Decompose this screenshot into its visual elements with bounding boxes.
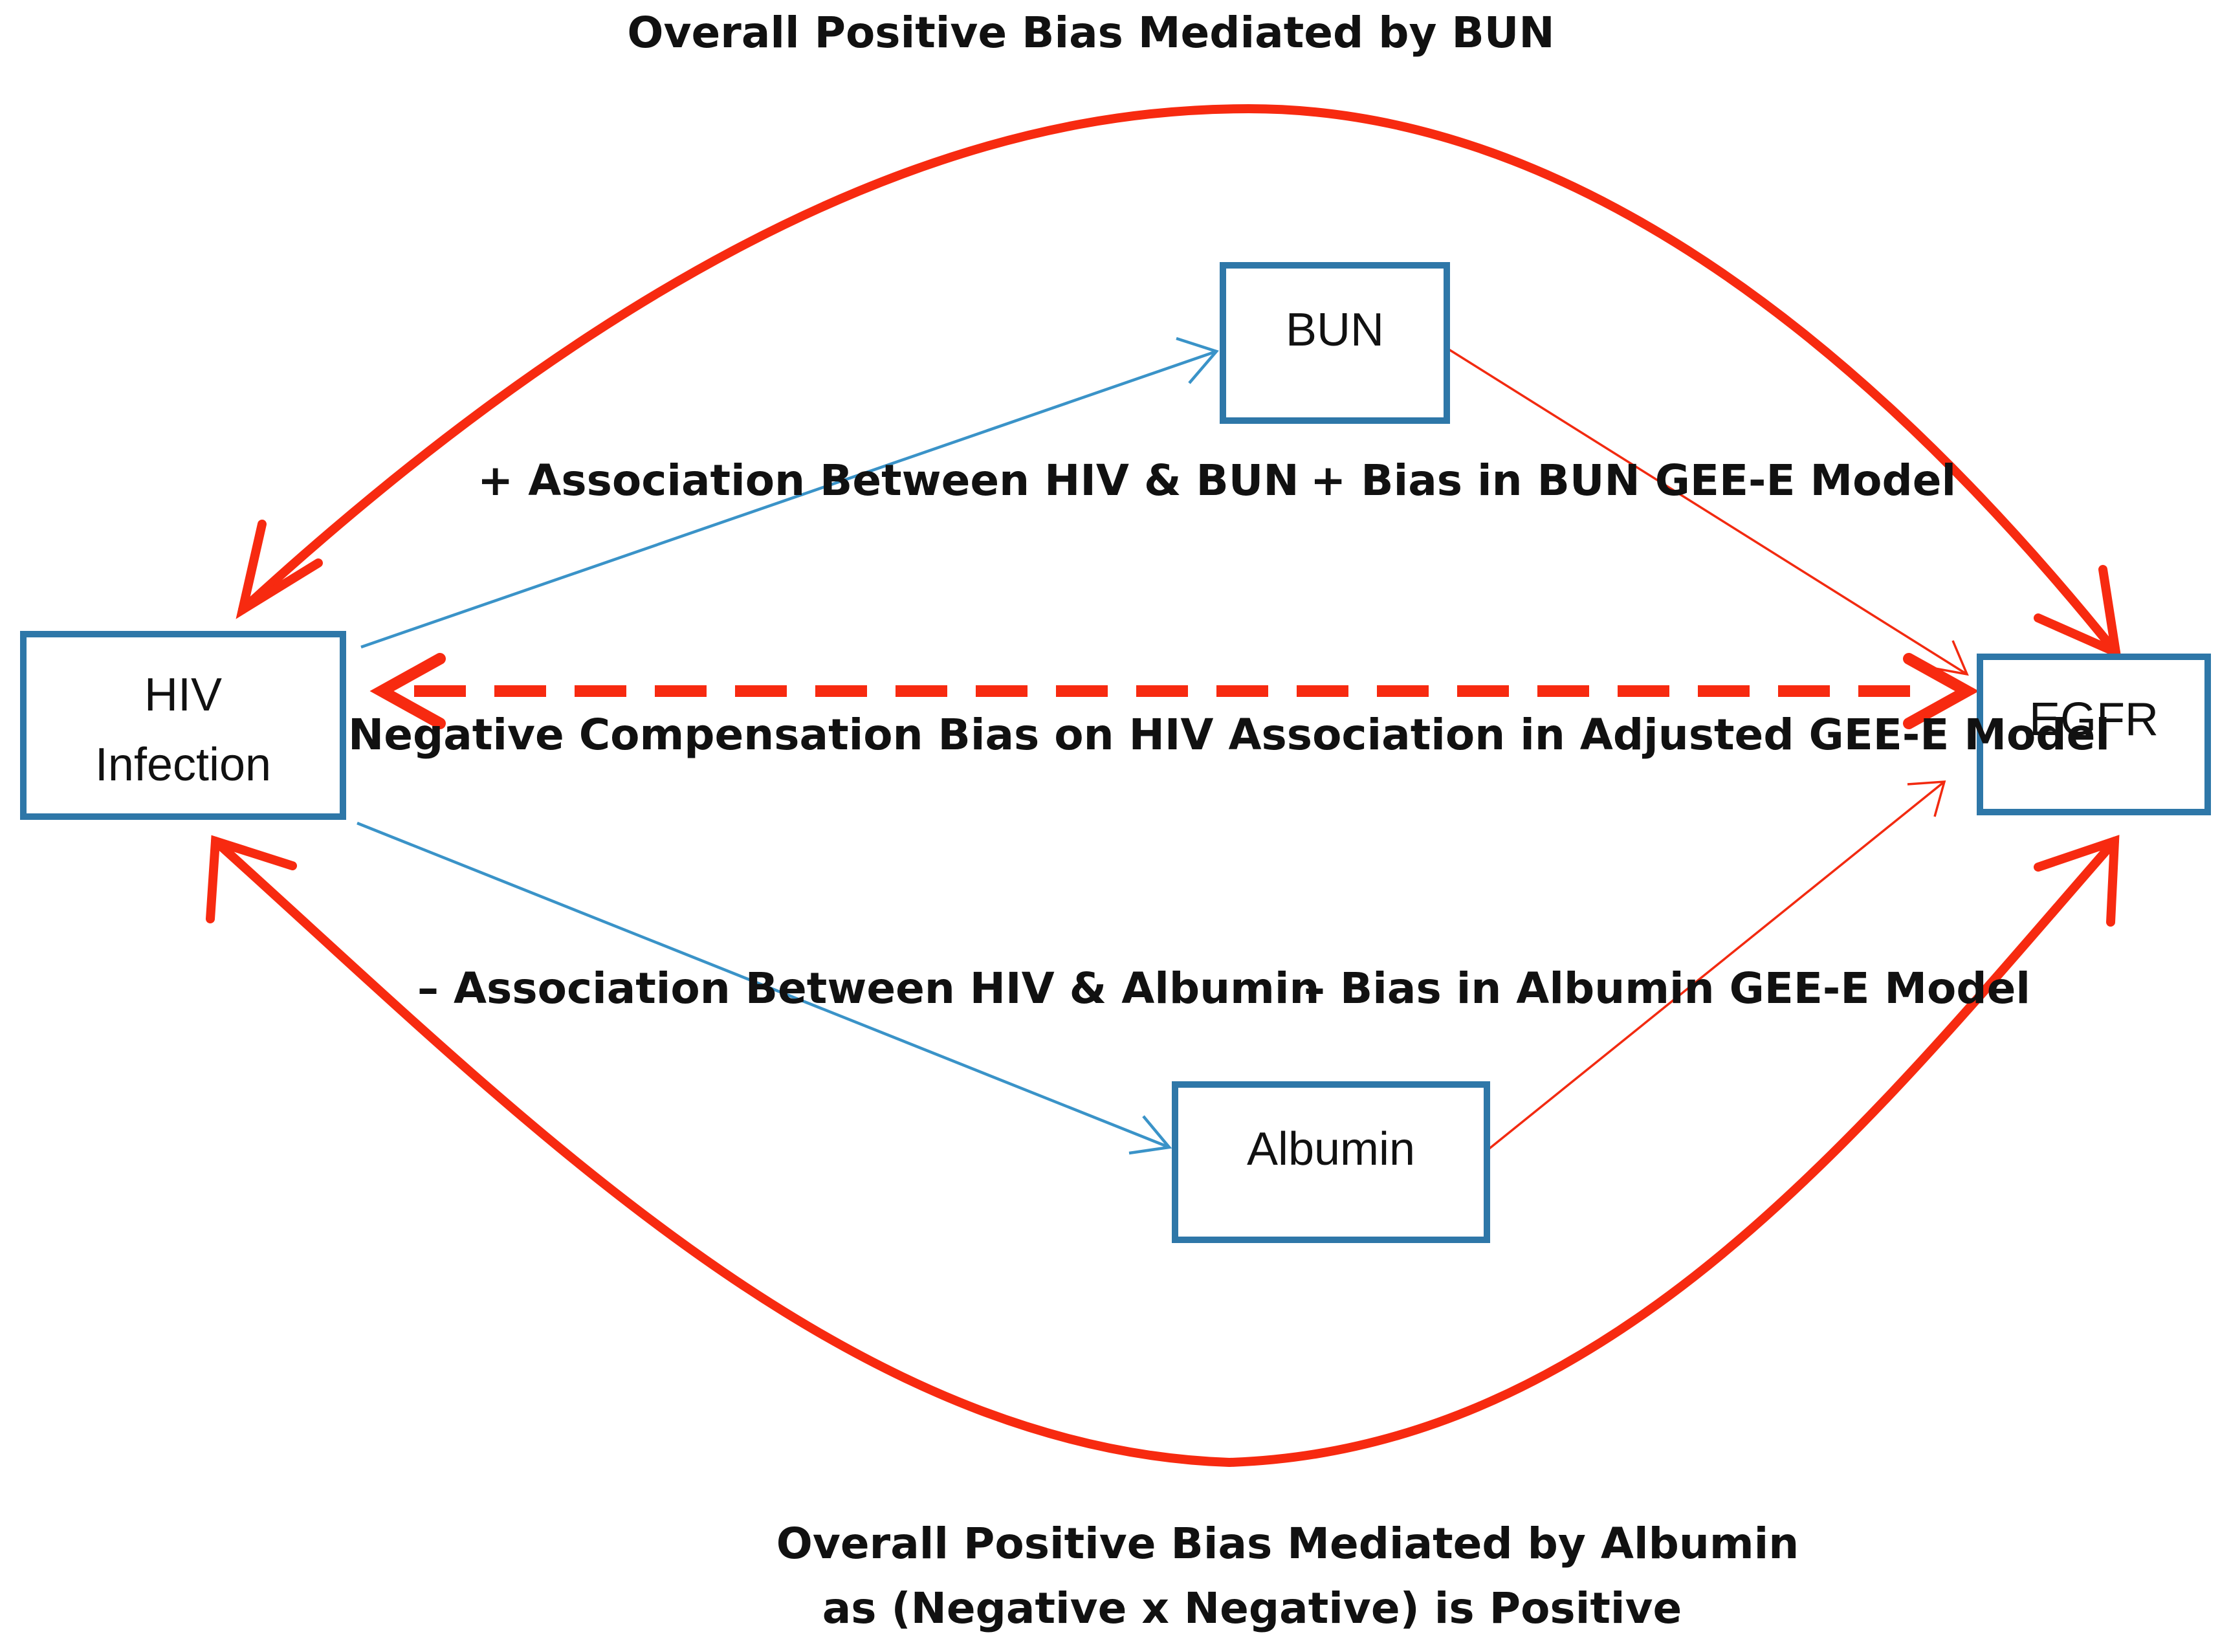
node-bun-label: BUN [1286, 304, 1384, 356]
node-hiv-infection: HIV Infection [20, 631, 346, 820]
hiv-to-bun-arrowhead [1176, 336, 1219, 384]
upper-curved-double-arrow [238, 104, 2120, 657]
bun-bias-label: + Bias in BUN GEE-E Model [1310, 456, 1956, 505]
hiv-albumin-association-label: – Association Between HIV & Albumin [417, 964, 1320, 1013]
bun-to-egfr-arrowhead [1931, 640, 1969, 676]
bun-to-egfr-arrow [1446, 347, 1968, 676]
node-albumin: Albumin [1172, 1081, 1490, 1243]
bottom-title-line2: as (Negative x Negative) is Positive [822, 1583, 1682, 1633]
upper-arrowhead-egfr [2034, 565, 2122, 660]
node-hiv-label-line2: Infection [95, 739, 271, 791]
albumin-to-egfr-arrowhead [1907, 780, 1946, 817]
node-egfr-label: EGFR [2029, 694, 2159, 745]
lower-curved-double-arrow [211, 837, 2119, 1468]
lower-arrowhead-hiv [206, 835, 297, 923]
hiv-to-albumin-arrow [357, 821, 1170, 1149]
top-title: Overall Positive Bias Mediated by BUN [627, 8, 1554, 58]
upper-arrowhead-hiv [236, 520, 323, 619]
dashed-arrowhead-hiv [369, 653, 446, 729]
bottom-title-line1: Overall Positive Bias Mediated by Albumi… [776, 1519, 1799, 1569]
negative-compensation-label: Negative Compensation Bias on HIV Associ… [348, 710, 2110, 760]
node-hiv-label-line1: HIV [144, 669, 222, 721]
node-bun: BUN [1220, 262, 1450, 424]
dashed-arrowhead-egfr [1903, 653, 1979, 729]
lower-arrowhead-egfr [2034, 835, 2120, 927]
hiv-to-albumin-arrowhead [1128, 1115, 1172, 1155]
albumin-to-egfr-arrow [1486, 780, 1946, 1152]
node-egfr: EGFR [1977, 654, 2211, 815]
hiv-to-bun-arrow [360, 349, 1217, 649]
node-albumin-label: Albumin [1247, 1123, 1415, 1175]
hiv-bun-association-label: + Association Between HIV & BUN [478, 456, 1299, 505]
albumin-bias-label: – Bias in Albumin GEE-E Model [1304, 964, 2030, 1013]
